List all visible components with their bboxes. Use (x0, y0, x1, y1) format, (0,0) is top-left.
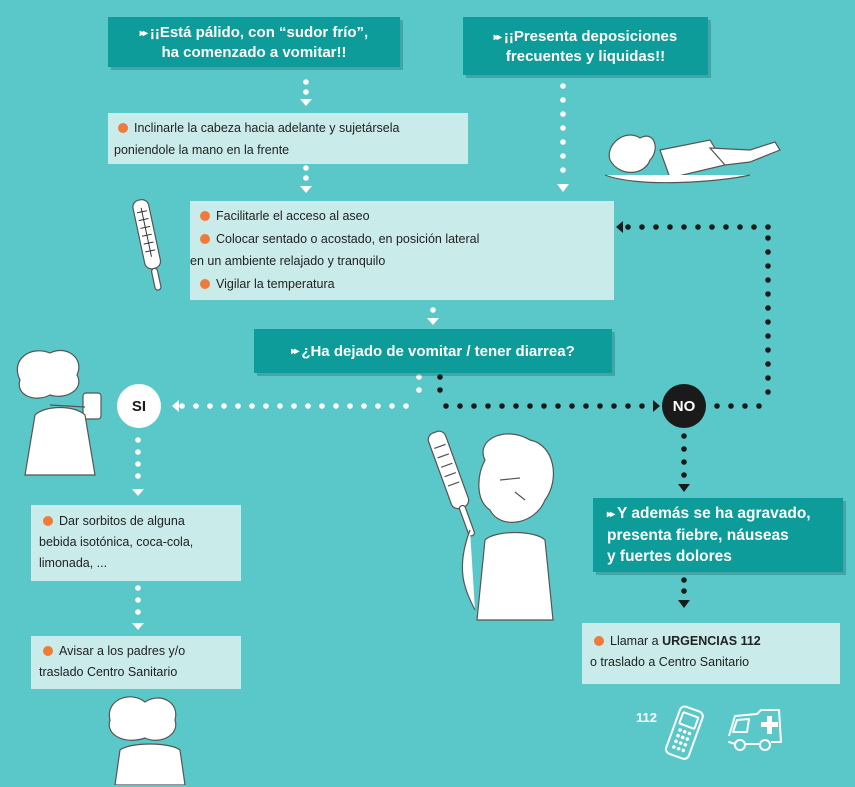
header-question: ▸▸¿Ha dejado de vomitar / tener diarrea? (254, 329, 612, 373)
bullet-icon (200, 278, 210, 289)
header-diarrhea: ▸▸¡¡Presenta deposiciones frecuentes y l… (463, 17, 708, 75)
question-text: ¿Ha dejado de vomitar / tener diarrea? (301, 342, 575, 360)
answer-no: NO (662, 384, 706, 428)
parents-line1: Avisar a los padres y/o (59, 644, 186, 658)
bullet-icon (200, 233, 210, 244)
sips-line3: limonada, ... (39, 556, 108, 570)
sips-line2: bebida isotónica, coca-cola, (39, 535, 194, 549)
box-drink-sips: Dar sorbitos de alguna bebida isotónica,… (31, 505, 241, 581)
header-worsened: ▸▸Y además se ha agravado, presenta fieb… (593, 498, 843, 572)
sips-line1: Dar sorbitos de alguna (59, 514, 185, 528)
double-arrow-icon: ▸▸ (493, 31, 502, 43)
header-vomiting-line2: ha comenzado a vomitar!! (161, 43, 347, 61)
header-diarrhea-line1: ¡¡Presenta deposiciones (503, 27, 678, 45)
phone-number-label: 112 (636, 710, 657, 725)
mobile-phone-icon (664, 705, 704, 760)
worse-line1: Y además se ha agravado, (617, 505, 811, 522)
care-item-2: Colocar sentado o acostado, en posición … (216, 231, 480, 246)
box-incline-head-line1: Inclinarle la cabeza hacia adelante y su… (134, 121, 400, 135)
box-notify-parents: Avisar a los padres y/o traslado Centro … (31, 636, 241, 689)
box-care-steps: Facilitarle el acceso al aseo Colocar se… (190, 201, 614, 300)
care-item-2b: en un ambiente relajado y tranquilo (190, 254, 386, 268)
sick-child-sketch (427, 430, 554, 621)
bullet-icon (594, 636, 604, 646)
box-emergency-call: Llamar a URGENCIAS 112 o traslado a Cent… (582, 623, 840, 684)
box-incline-head: Inclinarle la cabeza hacia adelante y su… (108, 113, 468, 164)
emergency-number: URGENCIAS 112 (662, 634, 761, 648)
parent-child-sketch (108, 696, 186, 785)
box-incline-head-line2: poniendole la mano en la frente (114, 143, 290, 157)
double-arrow-icon: ▸▸ (139, 27, 148, 39)
bullet-icon (43, 646, 53, 656)
worse-line2: presenta fiebre, náuseas (607, 527, 789, 544)
ambulance-icon (728, 709, 782, 751)
care-item-1: Facilitarle el acceso al aseo (216, 209, 370, 223)
header-vomiting-line1: ¡¡Está pálido, con “sudor frío”, (149, 23, 369, 41)
header-diarrhea-line2: frecuentes y liquidas!! (505, 47, 666, 65)
worse-line3: y fuertes dolores (607, 548, 732, 565)
lying-person-sketch (604, 134, 781, 184)
bullet-icon (118, 123, 128, 133)
thermometer-icon (132, 199, 162, 291)
child-drinking-sketch (16, 349, 102, 476)
answer-yes: SI (117, 384, 161, 428)
emergency-prefix: Llamar a (610, 634, 663, 648)
double-arrow-icon: ▸▸ (291, 345, 299, 357)
care-item-3: Vigilar la temperatura (216, 276, 335, 291)
double-arrow-icon: ▸▸ (607, 509, 615, 520)
emergency-line2: o traslado a Centro Sanitario (590, 655, 750, 669)
parents-line2: traslado Centro Sanitario (39, 665, 178, 679)
bullet-icon (43, 516, 53, 526)
header-vomiting: ▸▸¡¡Está pálido, con “sudor frío”, ha co… (108, 17, 400, 67)
bullet-icon (200, 211, 210, 221)
